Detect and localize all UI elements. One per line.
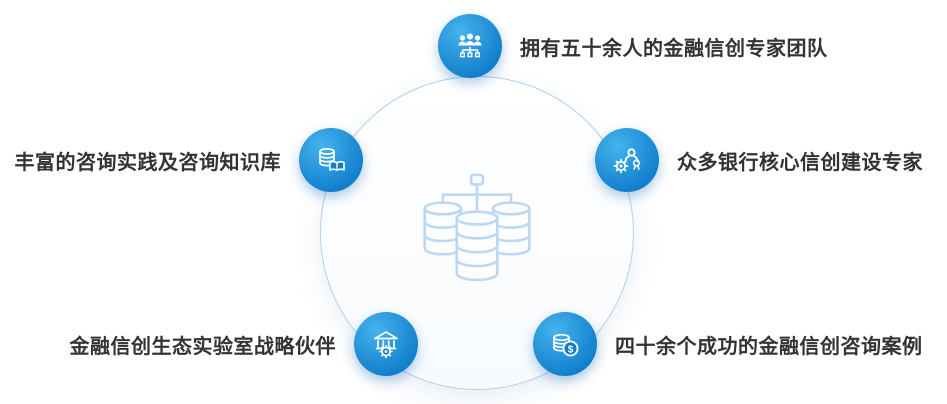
- diagram-item-bank-expert: 众多银行核心信创建设专家: [595, 128, 923, 192]
- bank-gear-icon: [374, 331, 398, 359]
- expert-badge-gear-icon: [613, 148, 641, 174]
- lab-partner-badge: [354, 312, 418, 376]
- knowledge-label: 丰富的咨询实践及咨询知识库: [14, 151, 281, 174]
- database-book-icon: [319, 148, 345, 171]
- knowledge-badge: [299, 128, 363, 192]
- diagram-item-team: 拥有五十余人的金融信创专家团队: [438, 14, 828, 78]
- bank-expert-label: 众多银行核心信创建设专家: [677, 151, 923, 174]
- diagram-item-cases: $ 四十余个成功的金融信创咨询案例: [533, 312, 923, 376]
- cases-label: 四十余个成功的金融信创咨询案例: [615, 335, 923, 358]
- team-badge: [438, 14, 502, 78]
- team-label: 拥有五十余人的金融信创专家团队: [520, 37, 828, 60]
- coins-dollar-icon: $: [553, 333, 579, 357]
- svg-text:$: $: [568, 343, 574, 355]
- lab-partner-label: 金融信创生态实验室战略伙伴: [69, 335, 336, 358]
- diagram-item-lab-partner: 金融信创生态实验室战略伙伴: [69, 312, 418, 376]
- diagram-item-knowledge: 丰富的咨询实践及咨询知识库: [14, 128, 363, 192]
- team-icon: [458, 33, 482, 58]
- bank-expert-badge: [595, 128, 659, 192]
- database-cluster-icon: [423, 173, 531, 282]
- cases-badge: $: [533, 312, 597, 376]
